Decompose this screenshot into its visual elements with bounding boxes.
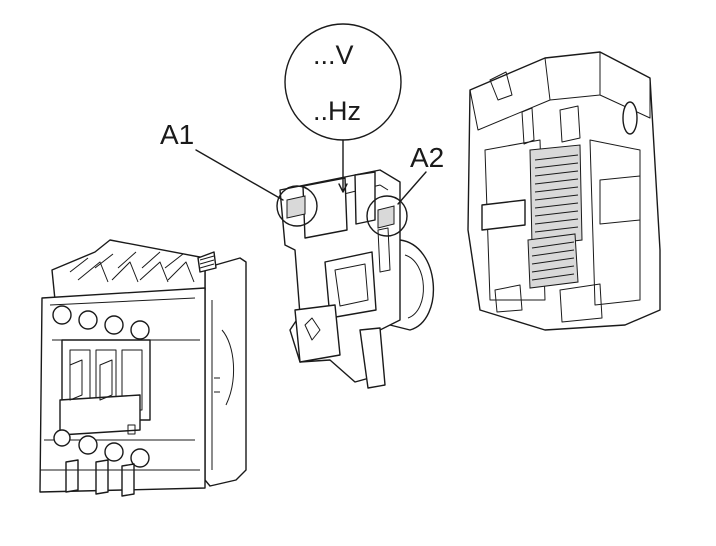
a2-leader-line (397, 171, 427, 205)
frequency-label: ..Hz (313, 96, 362, 126)
assembled-contactor (39, 239, 247, 497)
a1-label: A1 (160, 119, 195, 150)
voltage-label: ...V (313, 40, 354, 70)
coil-assembly (276, 169, 435, 389)
contactor-base (467, 51, 661, 331)
a1-leader-line (195, 149, 284, 201)
a2-label: A2 (410, 142, 445, 173)
voltage-callout (284, 23, 402, 193)
